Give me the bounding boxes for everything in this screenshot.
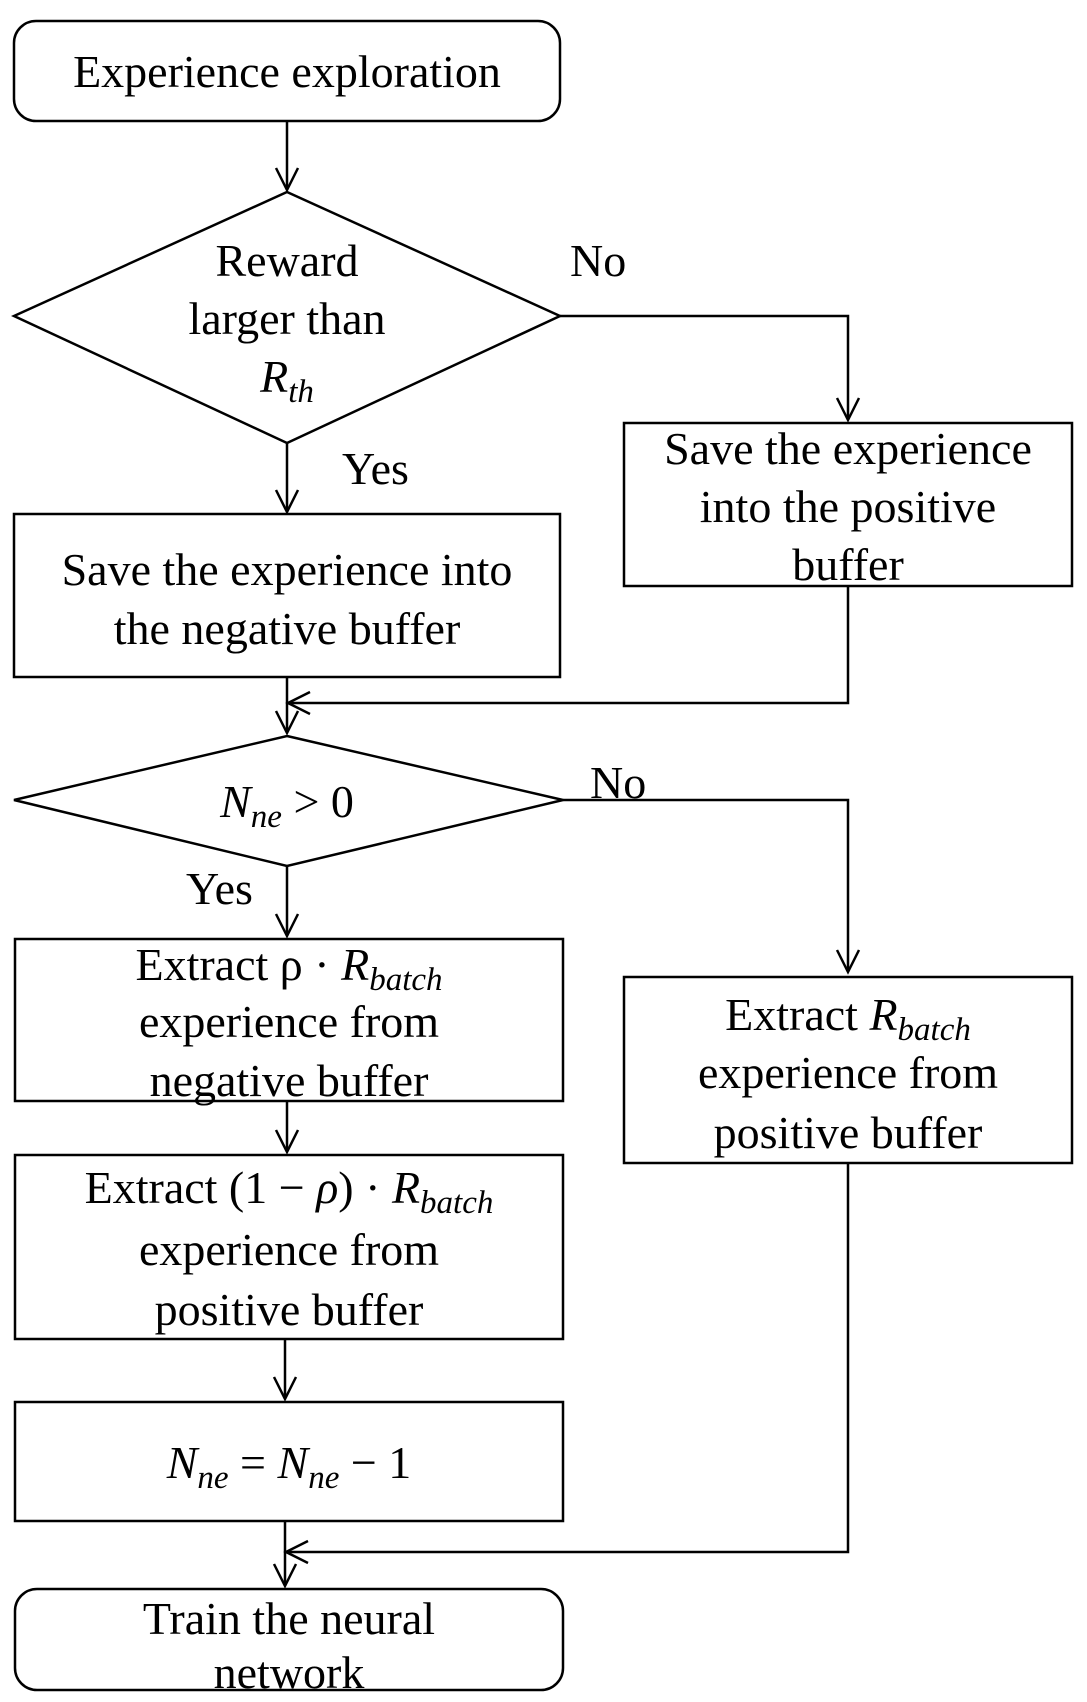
- arrowhead: [272, 1563, 298, 1589]
- node-end: Train the neural network: [13, 1587, 565, 1698]
- rhs-sub: ne: [308, 1460, 339, 1496]
- decision1-line1: Reward: [215, 235, 358, 286]
- arrowhead: [274, 167, 300, 193]
- lhs-sub: ne: [197, 1460, 228, 1496]
- decision1-diamond: [11, 190, 563, 445]
- save-negative-line1: Save the experience into: [62, 544, 513, 595]
- save-positive-line1: Save the experience: [664, 423, 1032, 474]
- save-positive-line3: buffer: [792, 539, 904, 590]
- start-box: [12, 19, 562, 123]
- rhs-tail: − 1: [339, 1437, 411, 1488]
- arrowhead: [835, 397, 861, 423]
- edge-extract-batch-merge: [286, 1163, 850, 1554]
- var-sub: batch: [369, 962, 442, 998]
- extract-batch-line3: positive buffer: [714, 1107, 983, 1158]
- extract-batch-box: [622, 975, 1074, 1165]
- node-decrement: Nne = Nne − 1: [13, 1400, 565, 1523]
- decision2-condition: Nne > 0: [219, 776, 354, 835]
- comparison: > 0: [282, 776, 354, 827]
- node-save-positive: Save the experience into the positive bu…: [622, 421, 1074, 590]
- node-extract-batch: Extract Rbatch experience from positive …: [622, 975, 1074, 1165]
- var-main: N: [219, 776, 253, 827]
- node-extract-one-minus-rho: Extract (1 − ρ) · Rbatch experience from…: [13, 1153, 565, 1341]
- node-start: Experience exploration: [12, 19, 562, 123]
- prefix: Extract (1 −: [85, 1162, 317, 1213]
- arrowhead: [285, 690, 311, 716]
- var-sub: batch: [898, 1012, 971, 1048]
- rho: ρ: [314, 1162, 338, 1213]
- arrowhead: [274, 489, 300, 515]
- decision2-no-label: No: [590, 757, 646, 808]
- save-positive-line2: into the positive: [700, 481, 996, 532]
- save-negative-box: [12, 512, 562, 679]
- var-sub: ne: [251, 799, 282, 835]
- end-box: [13, 1587, 565, 1692]
- edge-save-positive-merge: [288, 586, 850, 705]
- arrowhead: [283, 1539, 309, 1565]
- var-main: R: [391, 1162, 420, 1213]
- decision1-yes-label: Yes: [342, 443, 409, 494]
- arrowheads: [272, 167, 861, 1589]
- decision1-variable: Rth: [259, 351, 314, 410]
- save-negative-line2: the negative buffer: [114, 603, 461, 654]
- arrowhead: [835, 949, 861, 975]
- lhs-main: N: [166, 1437, 200, 1488]
- extract-one-minus-rho-line1: Extract (1 − ρ) · Rbatch: [85, 1162, 494, 1221]
- end-line1: Train the neural: [143, 1593, 435, 1644]
- var-sub: th: [288, 374, 314, 410]
- decision1-line2: larger than: [188, 293, 385, 344]
- edge-decision1-no: [560, 314, 850, 420]
- start-label: Experience exploration: [73, 46, 501, 97]
- arrowhead: [274, 1129, 300, 1155]
- arrowhead: [274, 710, 300, 736]
- extract-one-minus-rho-line3: positive buffer: [155, 1284, 424, 1335]
- mid: ) ·: [338, 1162, 392, 1213]
- extract-batch-line2: experience from: [698, 1047, 998, 1098]
- var-main: R: [259, 351, 288, 402]
- save-positive-box: [622, 421, 1074, 588]
- node-decision2: Nne > 0: [13, 734, 564, 868]
- extract-rho-box: [13, 937, 565, 1103]
- extract-one-minus-rho-line2: experience from: [139, 1224, 439, 1275]
- decision2-diamond: [13, 734, 564, 868]
- end-line2: network: [214, 1647, 365, 1698]
- prefix: Extract: [725, 989, 869, 1040]
- connectors: [283, 121, 850, 1586]
- decision2-yes-label: Yes: [186, 863, 253, 914]
- extract-rho-line2: experience from: [139, 996, 439, 1047]
- node-save-negative: Save the experience into the negative bu…: [12, 512, 562, 679]
- decision1-no-label: No: [570, 235, 626, 286]
- extract-rho-line3: negative buffer: [150, 1055, 429, 1106]
- equals: =: [229, 1437, 278, 1488]
- extract-rho-line1: Extract ρ · Rbatch: [135, 939, 442, 998]
- prefix: Extract ρ ·: [135, 939, 341, 990]
- extract-batch-line1: Extract Rbatch: [725, 989, 971, 1048]
- node-decision1: Reward larger than Rth: [11, 190, 563, 445]
- var-main: R: [868, 989, 897, 1040]
- edge-decision2-no: [563, 798, 850, 972]
- arrowhead: [272, 1376, 298, 1402]
- decrement-equation: Nne = Nne − 1: [166, 1437, 412, 1496]
- node-extract-rho: Extract ρ · Rbatch experience from negat…: [13, 937, 565, 1106]
- extract-one-minus-rho-box: [13, 1153, 565, 1341]
- decrement-box: [13, 1400, 565, 1523]
- var-sub: batch: [420, 1185, 493, 1221]
- rhs-main: N: [277, 1437, 311, 1488]
- var-main: R: [340, 939, 369, 990]
- arrowhead: [274, 913, 300, 939]
